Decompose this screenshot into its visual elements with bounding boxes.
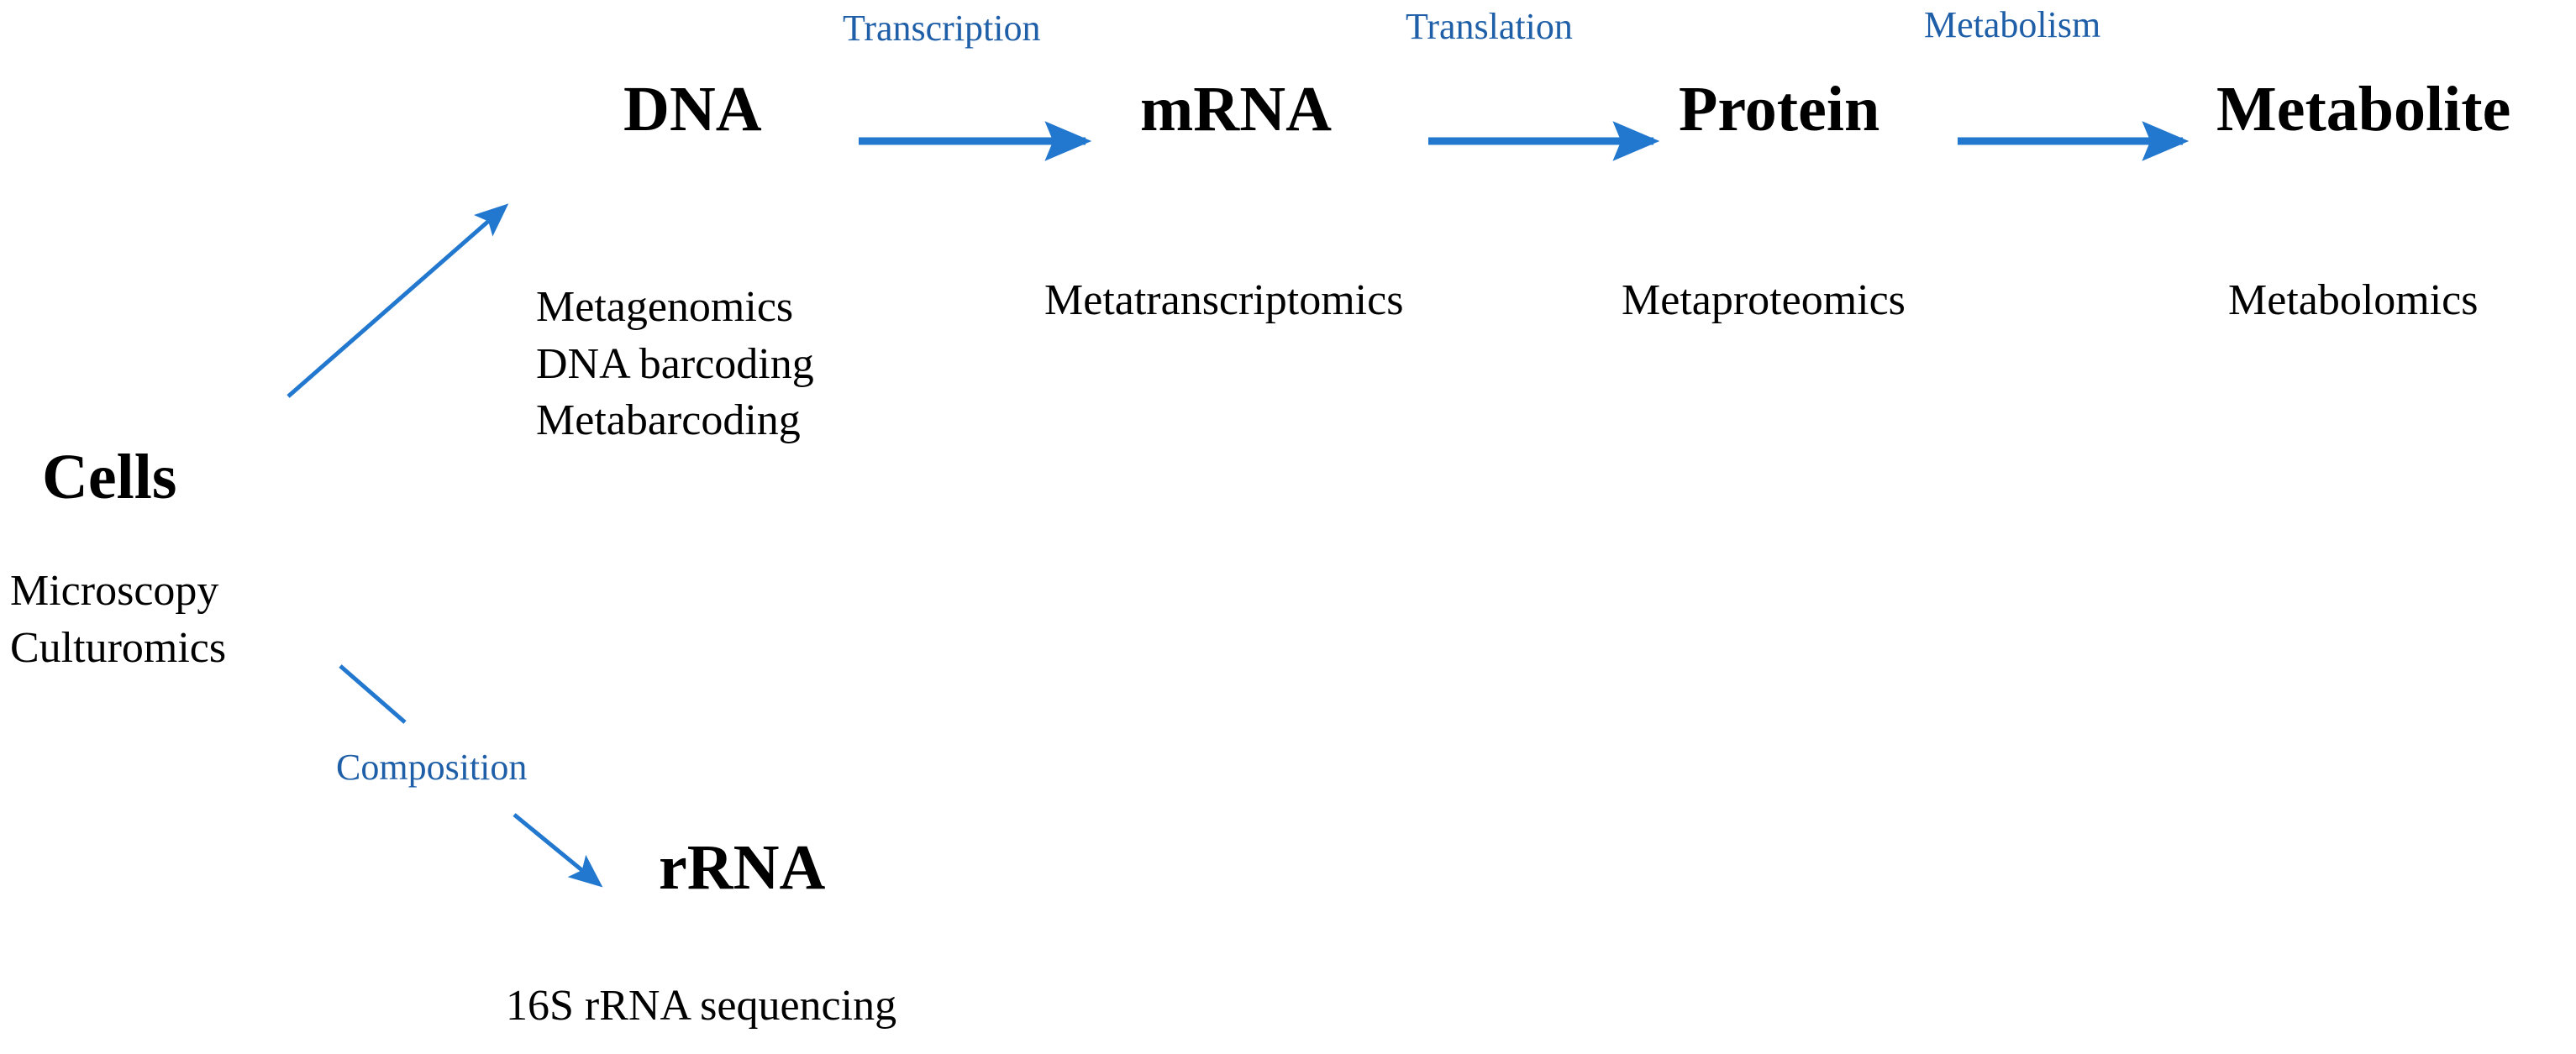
method-item: Culturomics (10, 623, 227, 672)
node-dna: DNA (623, 74, 762, 144)
edge-label-transcription: Transcription (843, 8, 1041, 49)
method-item: Metabarcoding (536, 396, 801, 445)
edge-label-translation: Translation (1406, 6, 1573, 47)
method-item: DNA barcoding (536, 339, 814, 388)
arrow-cells-to-dna (287, 203, 509, 398)
node-cells: Cells (42, 442, 177, 512)
methods-dna: Metagenomics DNA barcoding Metabarcoding (536, 279, 814, 449)
node-mrna: mRNA (1140, 74, 1332, 144)
edge-label-composition: Composition (336, 747, 528, 788)
methods-cells: Microscopy Culturomics (10, 563, 226, 676)
edge-label-metabolism: Metabolism (1924, 4, 2101, 45)
method-item: Microscopy (10, 567, 219, 615)
methods-mrna: Metatranscriptomics (1044, 276, 1404, 324)
methods-metabolite: Metabolomics (2228, 276, 2479, 324)
method-item: Metagenomics (536, 283, 794, 331)
node-metabolite: Metabolite (2216, 74, 2511, 144)
node-protein: Protein (1679, 74, 1880, 144)
methods-rrna: 16S rRNA sequencing (506, 982, 897, 1030)
node-rrna: rRNA (659, 832, 826, 903)
methods-protein: Metaproteomics (1622, 276, 1906, 324)
